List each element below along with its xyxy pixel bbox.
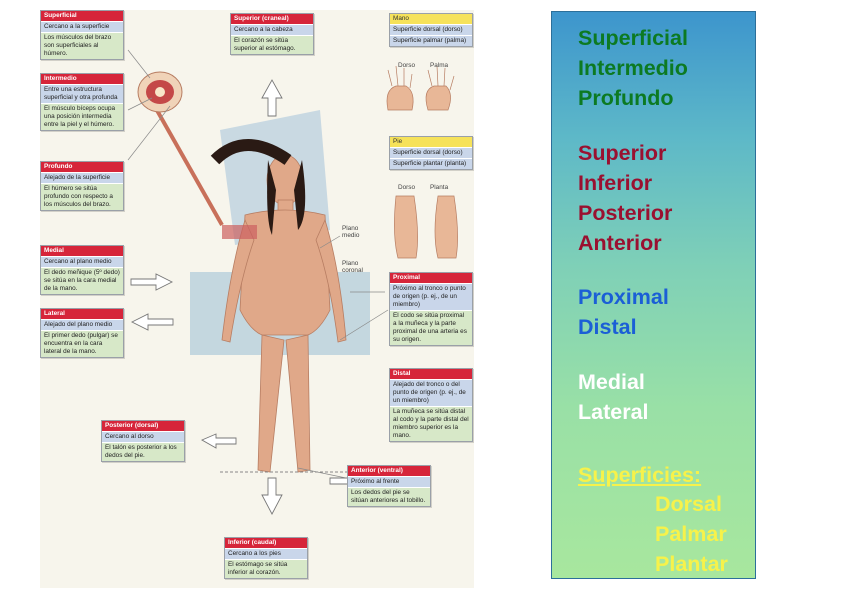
box-mano: Mano Superficie dorsal (dorso) Superfici…	[389, 13, 473, 47]
label-plano-medio: Plano medio	[342, 225, 372, 239]
box-title: Posterior (dorsal)	[102, 421, 184, 431]
term-superior: Superior	[578, 138, 666, 168]
box-definition: Próximo al tronco o punto de origen (p. …	[390, 283, 472, 310]
label-dorso-foot: Dorso	[398, 184, 415, 191]
term-lateral: Lateral	[578, 397, 649, 427]
box-definition: Superficie plantar (planta)	[390, 158, 472, 169]
box-example: La muñeca se sitúa distal al codo y la p…	[390, 406, 472, 441]
term-distal: Distal	[578, 312, 637, 342]
box-lateral: Lateral Alejado del plano medio El prime…	[40, 308, 124, 358]
box-definition: Superficie dorsal (dorso)	[390, 24, 472, 35]
box-superficial: Superficial Cercano a la superficie Los …	[40, 10, 124, 60]
hands-illustration	[387, 66, 454, 110]
box-title: Mano	[390, 14, 472, 24]
box-title: Inferior (caudal)	[225, 538, 307, 548]
term-palmar: Palmar	[655, 519, 727, 549]
posterior-arrow	[202, 434, 236, 448]
term-superficial: Superficial	[578, 23, 688, 53]
box-title: Superior (craneal)	[231, 14, 313, 24]
term-medial: Medial	[578, 367, 645, 397]
box-example: El talón es posterior a los dedos del pi…	[102, 442, 184, 461]
down-arrow	[262, 478, 282, 514]
box-definition: Alejado de la superficie	[41, 172, 123, 183]
box-definition: Cercano al plano medio	[41, 256, 123, 267]
box-posterior: Posterior (dorsal) Cercano al dorso El t…	[101, 420, 185, 462]
box-example: El húmero se sitúa profundo con respecto…	[41, 183, 123, 210]
term-superficies: Superficies:	[578, 460, 701, 490]
box-definition: Alejado del plano medio	[41, 319, 123, 330]
label-dorso-hand: Dorso	[398, 62, 415, 69]
term-anterior: Anterior	[578, 228, 662, 258]
box-definition: Cercano al dorso	[102, 431, 184, 442]
box-example: El dedo meñique (5º dedo) se sitúa en la…	[41, 267, 123, 294]
term-inferior: Inferior	[578, 168, 652, 198]
term-posterior: Posterior	[578, 198, 672, 228]
box-definition: Cercano a los pies	[225, 548, 307, 559]
box-example: Los músculos del brazo son superficiales…	[41, 32, 123, 59]
medial-arrow	[131, 274, 172, 290]
box-definition: Cercano a la superficie	[41, 21, 123, 32]
box-example: El corazón se sitúa superior al estómago…	[231, 35, 313, 54]
box-proximal: Proximal Próximo al tronco o punto de or…	[389, 272, 473, 346]
box-title: Distal	[390, 369, 472, 379]
box-title: Anterior (ventral)	[348, 466, 430, 476]
box-title: Intermedio	[41, 74, 123, 84]
box-anterior: Anterior (ventral) Próximo al frente Los…	[347, 465, 431, 507]
label-planta: Planta	[430, 184, 448, 191]
arm-band	[222, 225, 257, 239]
box-title: Medial	[41, 246, 123, 256]
feet-illustration	[394, 196, 457, 258]
box-profundo: Profundo Alejado de la superficie El húm…	[40, 161, 124, 211]
term-intermedio: Intermedio	[578, 53, 688, 83]
terms-panel: Superficial Intermedio Profundo Superior…	[551, 11, 756, 579]
box-title: Lateral	[41, 309, 123, 319]
box-title: Superficial	[41, 11, 123, 21]
term-proximal: Proximal	[578, 282, 669, 312]
anatomy-figure: Superficial Cercano a la superficie Los …	[40, 10, 474, 588]
box-example: El codo se sitúa proximal a la muñeca y …	[390, 310, 472, 345]
box-definition: Cercano a la cabeza	[231, 24, 313, 35]
box-definition: Próximo al frente	[348, 476, 430, 487]
box-pie: Pie Superficie dorsal (dorso) Superficie…	[389, 136, 473, 170]
term-dorsal: Dorsal	[655, 489, 722, 519]
up-arrow	[262, 80, 282, 116]
box-superior: Superior (craneal) Cercano a la cabeza E…	[230, 13, 314, 55]
box-example: El primer dedo (pulgar) se encuentra en …	[41, 330, 123, 357]
box-definition: Superficie dorsal (dorso)	[390, 147, 472, 158]
box-title: Profundo	[41, 162, 123, 172]
lateral-arrow	[132, 314, 173, 330]
label-palma: Palma	[430, 62, 448, 69]
box-definition: Alejado del tronco o del punto de origen…	[390, 379, 472, 406]
box-definition: Superficie palmar (palma)	[390, 35, 472, 46]
box-intermedio: Intermedio Entre una estructura superfic…	[40, 73, 124, 131]
term-profundo: Profundo	[578, 83, 674, 113]
box-example: El músculo bíceps ocupa una posición int…	[41, 103, 123, 130]
box-title: Proximal	[390, 273, 472, 283]
label-plano-coronal: Plano coronal	[342, 260, 376, 274]
term-plantar: Plantar	[655, 549, 728, 579]
box-inferior: Inferior (caudal) Cercano a los pies El …	[224, 537, 308, 579]
box-example: Los dedos del pie se sitúan anteriores a…	[348, 487, 430, 506]
box-definition: Entre una estructura superficial y otra …	[41, 84, 123, 103]
box-example: El estómago se sitúa inferior al corazón…	[225, 559, 307, 578]
box-title: Pie	[390, 137, 472, 147]
box-medial: Medial Cercano al plano medio El dedo me…	[40, 245, 124, 295]
box-distal: Distal Alejado del tronco o del punto de…	[389, 368, 473, 442]
